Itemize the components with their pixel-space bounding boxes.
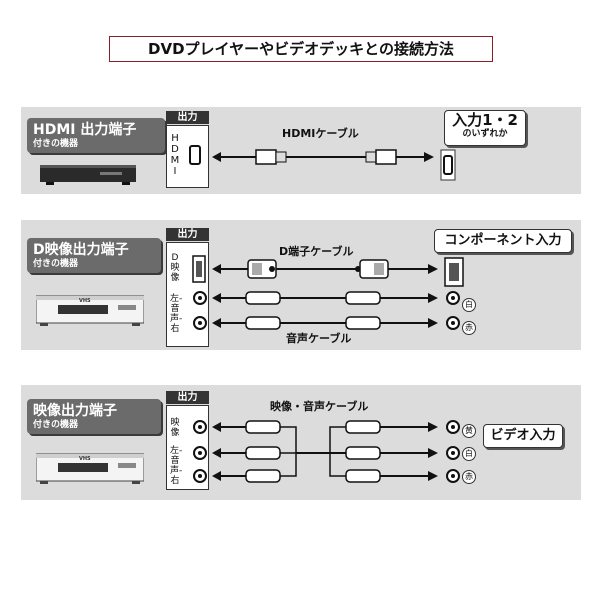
d-audio-out-text: 左-音声-右 bbox=[170, 294, 183, 334]
d-video-out-head: 出力 bbox=[166, 228, 209, 241]
hdmi-target-label: 入力1・2 のいずれか bbox=[444, 110, 526, 146]
dvd-player-drawing bbox=[40, 165, 136, 185]
av-cable-label: 映像・音声ケーブル bbox=[270, 400, 369, 413]
d-red-jack-label: 赤 bbox=[462, 321, 476, 335]
d-cable-icon bbox=[212, 259, 438, 279]
component-target-port-icon bbox=[444, 257, 464, 330]
hdmi-out-text: HDMI bbox=[170, 133, 180, 177]
d-white-jack-label: 白 bbox=[462, 298, 476, 312]
hdmi-out-box bbox=[166, 125, 209, 188]
video-device-subtitle: 付きの機器 bbox=[33, 420, 79, 430]
video-input-label: ビデオ入力 bbox=[483, 424, 563, 448]
vcr-brand-label-2: VHS bbox=[79, 456, 91, 462]
vcr-icon: VHS bbox=[36, 294, 144, 326]
hdmi-cable-label: HDMIケーブル bbox=[282, 127, 359, 140]
video-source-jack-icon bbox=[193, 420, 207, 483]
d-video-device-subtitle: 付きの機器 bbox=[33, 259, 79, 269]
hdmi-device-subtitle: 付きの機器 bbox=[33, 139, 79, 149]
vcr-icon-2: VHS bbox=[36, 452, 144, 484]
vcr-brand-label: VHS bbox=[79, 298, 91, 304]
hdmi-cable-icon bbox=[212, 149, 434, 165]
d-source-audio-jack-icon bbox=[193, 291, 207, 330]
d-video-out-text: D映像 bbox=[170, 253, 180, 283]
page-title: DVDプレイヤーやビデオデッキとの接続方法 bbox=[109, 36, 493, 62]
red-jack-label: 赤 bbox=[462, 470, 476, 484]
yellow-jack-label: 黄 bbox=[462, 424, 476, 438]
hdmi-target-port-icon bbox=[440, 149, 456, 181]
hdmi-target-subtitle: のいずれか bbox=[462, 129, 508, 139]
d-source-port-icon bbox=[192, 255, 206, 283]
audio-cable-label: 音声ケーブル bbox=[286, 332, 352, 345]
d-cable-label: D端子ケーブル bbox=[279, 245, 354, 258]
component-input-label: コンポーネント入力 bbox=[434, 229, 572, 253]
hdmi-out-head: 出力 bbox=[166, 111, 209, 124]
video-device-title: 映像出力端子 bbox=[33, 403, 117, 419]
vcr-drawing-2 bbox=[36, 453, 144, 484]
white-jack-label: 白 bbox=[462, 447, 476, 461]
video-target-jack-icon bbox=[446, 420, 460, 483]
vcr-drawing bbox=[36, 295, 144, 326]
d-video-device-title: D映像出力端子 bbox=[33, 242, 129, 258]
hdmi-source-port-icon bbox=[189, 145, 201, 165]
hdmi-device-label: HDMI 出力端子 付きの機器 bbox=[27, 118, 165, 153]
d-audio-cable-icon bbox=[212, 291, 438, 330]
av-cable-icon bbox=[212, 420, 438, 483]
hdmi-target-title: 入力1・2 bbox=[452, 111, 518, 129]
d-video-device-label: D映像出力端子 付きの機器 bbox=[27, 238, 161, 273]
video-out-head: 出力 bbox=[166, 391, 209, 404]
video-audio-out-text: 左-音声-右 bbox=[170, 446, 183, 486]
video-device-label: 映像出力端子 付きの機器 bbox=[27, 399, 161, 434]
video-out-text: 映像 bbox=[170, 418, 180, 438]
dvd-player-icon bbox=[40, 163, 136, 185]
hdmi-device-title: HDMI 出力端子 bbox=[33, 122, 137, 138]
